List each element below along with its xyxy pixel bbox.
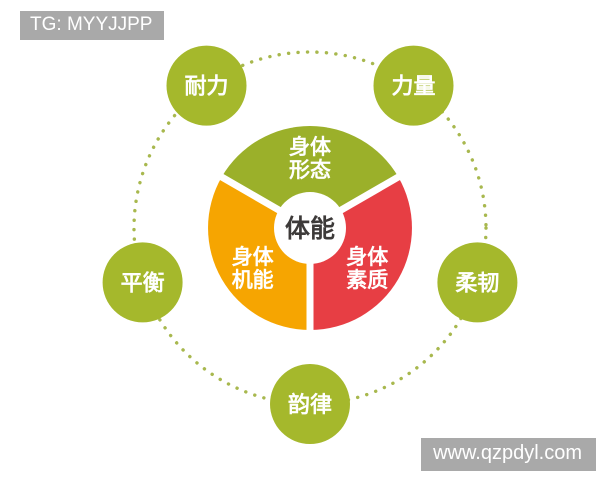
- satellite-label-flexibility: 柔韧: [455, 270, 499, 295]
- satellite-label-endurance: 耐力: [184, 74, 228, 99]
- segment-label-body-function: 身体机能: [232, 245, 275, 292]
- segment-label-physical-quality: 身体素质: [346, 245, 389, 292]
- satellite-strength: [373, 45, 454, 126]
- watermark-url-badge: www.qzpdyl.com: [421, 438, 596, 471]
- satellite-label-strength: 力量: [391, 74, 435, 99]
- satellite-rhythm: [270, 364, 350, 444]
- segment-body-shape: [221, 126, 399, 228]
- satellite-label-balance: 平衡: [121, 270, 165, 295]
- satellite-flexibility: [437, 242, 518, 323]
- center-label: 体能: [285, 214, 335, 243]
- segment-label-body-shape: 身体形态: [289, 135, 332, 182]
- satellite-endurance: [166, 45, 247, 126]
- donut-hole: [274, 192, 346, 264]
- satellite-balance: [102, 242, 183, 323]
- satellite-label-rhythm: 韵律: [288, 392, 332, 417]
- watermark-tag-badge: TG: MYYJJPP: [20, 11, 165, 40]
